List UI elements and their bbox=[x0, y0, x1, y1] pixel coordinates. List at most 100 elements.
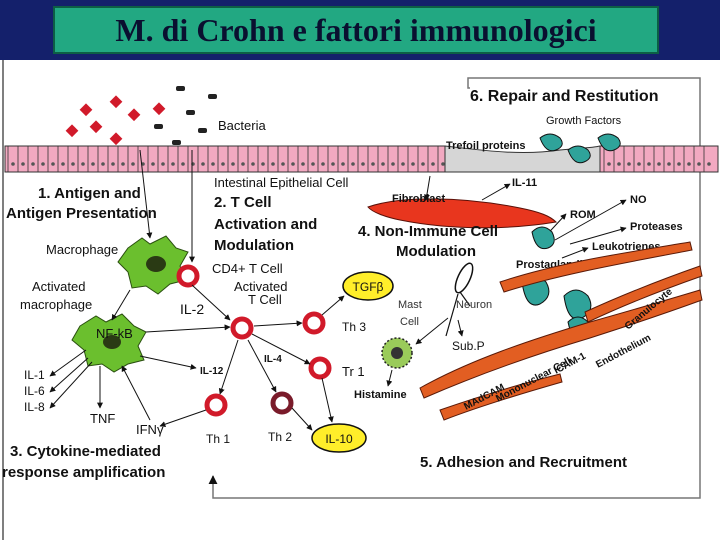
feedback-loop-line bbox=[208, 77, 701, 499]
bacterium bbox=[208, 94, 217, 99]
rom-label: ROM bbox=[570, 209, 596, 221]
stage-antigen-heading-1: 1. Antigen and bbox=[38, 185, 141, 202]
th1-label: Th 1 bbox=[206, 432, 230, 446]
t-cell-tr1 bbox=[308, 356, 332, 380]
t-cell-cd4 bbox=[176, 264, 200, 288]
bacterium bbox=[186, 110, 195, 115]
epithelial-cell-nucleus bbox=[321, 162, 325, 166]
epithelial-cell-nucleus bbox=[71, 162, 75, 166]
epithelial-cell-nucleus bbox=[361, 162, 365, 166]
arrow-fibroblast-il11 bbox=[481, 183, 511, 201]
trefoil-label: Trefoil proteins bbox=[446, 140, 525, 152]
bacterium bbox=[89, 120, 103, 134]
bacterium bbox=[152, 102, 166, 116]
epithelium-right bbox=[599, 145, 719, 173]
granule-cell bbox=[563, 289, 592, 320]
stage-tcell-heading-3: Modulation bbox=[214, 237, 294, 254]
epithelial-cell-nucleus bbox=[667, 162, 671, 166]
epithelial-cell-nucleus bbox=[51, 162, 55, 166]
tgfb-badge bbox=[342, 271, 394, 301]
epithelial-cell-nucleus bbox=[421, 162, 425, 166]
t-cell-activated bbox=[230, 316, 254, 340]
stage-tcell-heading-2: Activation and bbox=[214, 216, 317, 233]
epithelial-cell-nucleus bbox=[617, 162, 621, 166]
mast-cell-label-1: Mast bbox=[398, 299, 422, 311]
epithelial-cell-nucleus bbox=[657, 162, 661, 166]
th2-label: Th 2 bbox=[268, 430, 292, 444]
epithelial-cell-nucleus bbox=[111, 162, 115, 166]
epithelial-cell-nucleus bbox=[311, 162, 315, 166]
epithelial-cell-nucleus bbox=[101, 162, 105, 166]
intestinal-epithelium bbox=[4, 145, 719, 173]
pathway-arrows bbox=[49, 149, 431, 431]
tr1-label: Tr 1 bbox=[342, 364, 365, 379]
activated-macrophage-label-1: Activated bbox=[32, 279, 85, 294]
epithelial-cell-nucleus bbox=[331, 162, 335, 166]
epithelial-cell-nucleus bbox=[351, 162, 355, 166]
mast-cell-nucleus bbox=[391, 347, 403, 359]
no-label: NO bbox=[630, 194, 647, 206]
stage-nonimmune-heading-2: Modulation bbox=[396, 243, 476, 260]
arrow-neuron-mast bbox=[415, 317, 449, 345]
arrow-cd4-il2 bbox=[191, 284, 231, 321]
arrow-epithelium-repair bbox=[423, 175, 431, 201]
bacterium bbox=[172, 140, 181, 145]
arrow-tr1-il10 bbox=[321, 377, 334, 423]
epithelial-cell-nucleus bbox=[271, 162, 275, 166]
tgfb-label: TGFβ bbox=[353, 280, 384, 294]
arrow-macrophage-il1 bbox=[49, 349, 87, 377]
arrow-bacteria-down bbox=[139, 149, 153, 239]
epithelial-cell-nucleus bbox=[251, 162, 255, 166]
epithelial-cell-nucleus bbox=[697, 162, 701, 166]
stage-cytokine-heading-1: 3. Cytokine-mediated bbox=[10, 443, 161, 460]
epithelial-cell-nucleus bbox=[151, 162, 155, 166]
activated-macrophage-label-2: macrophage bbox=[20, 297, 92, 312]
neuron-axon bbox=[445, 291, 471, 337]
epithelial-cell-nucleus bbox=[391, 162, 395, 166]
arrow-activated-macrophage bbox=[145, 324, 231, 333]
t-cell-th1 bbox=[204, 393, 228, 417]
epithelial-cell-nucleus bbox=[401, 162, 405, 166]
title-bar: M. di Crohn e fattori immunologici bbox=[0, 0, 720, 60]
endothelium-label: Endothelium bbox=[594, 332, 653, 370]
bacteria-cluster bbox=[65, 86, 217, 146]
bacterium bbox=[198, 128, 207, 133]
bacterium bbox=[109, 95, 123, 109]
epithelial-cell-nucleus bbox=[211, 162, 215, 166]
stage-cytokine-heading-2: response amplification bbox=[2, 464, 165, 481]
bacteria-label: Bacteria bbox=[218, 118, 266, 133]
arrow-macrophage-activated bbox=[111, 289, 131, 321]
bacterium bbox=[65, 124, 79, 138]
stage-repair-heading: 6. Repair and Restitution bbox=[470, 88, 658, 105]
subp-label: Sub.P bbox=[452, 339, 485, 353]
epithelial-cell-nucleus bbox=[677, 162, 681, 166]
repair-cells bbox=[539, 133, 621, 164]
proteases-label: Proteases bbox=[630, 221, 683, 233]
tnf-label: TNF bbox=[90, 411, 115, 426]
endothelial-cell bbox=[584, 265, 703, 323]
il1-label: IL-1 bbox=[24, 368, 45, 382]
endothelial-cell bbox=[499, 241, 693, 293]
epithelium-left bbox=[4, 145, 446, 173]
th3-label: Th 3 bbox=[342, 320, 366, 334]
stage-antigen-heading-2: Antigen Presentation bbox=[6, 205, 157, 222]
stage-adhesion-heading: 5. Adhesion and Recruitment bbox=[420, 454, 627, 471]
repair-cell bbox=[567, 145, 591, 164]
ifng-label: IFNγ bbox=[136, 422, 164, 437]
arrow-ifng-macrophage bbox=[121, 365, 151, 421]
il8-label: IL-8 bbox=[24, 400, 45, 414]
activated-tcell-label-2: T Cell bbox=[248, 292, 282, 307]
arrow-mast-histamine bbox=[386, 369, 393, 387]
epithelial-cell-nucleus bbox=[201, 162, 205, 166]
endothelial-cell bbox=[419, 289, 703, 399]
epithelial-cell-nucleus bbox=[81, 162, 85, 166]
repair-cell bbox=[597, 133, 621, 152]
epithelial-cell-nucleus bbox=[161, 162, 165, 166]
stage-nonimmune-heading-1: 4. Non-Immune Cell bbox=[358, 223, 498, 240]
bacterium bbox=[154, 124, 163, 129]
arrow-th2-il10 bbox=[291, 407, 313, 431]
macrophage-label: Macrophage bbox=[46, 242, 118, 257]
arrow-macrophage-il6 bbox=[49, 357, 89, 393]
epithelial-cell-nucleus bbox=[647, 162, 651, 166]
